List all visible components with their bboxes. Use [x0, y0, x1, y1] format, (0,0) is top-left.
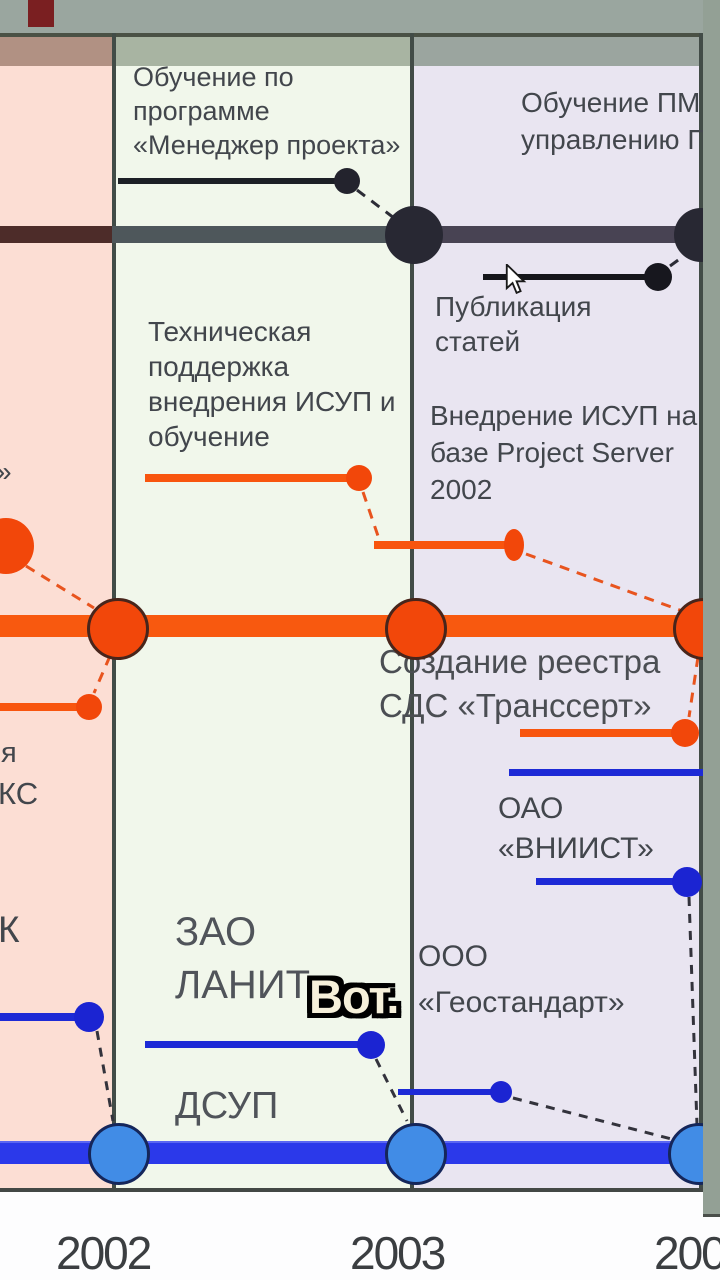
segment-tech-support — [145, 474, 359, 482]
segment-publications — [483, 274, 657, 280]
year-axis-strip — [0, 1192, 720, 1280]
year-label-2002: 2002 — [56, 1227, 152, 1279]
diagram-bottom-line — [0, 1188, 703, 1192]
label-dsup: ДСУП — [175, 1085, 279, 1127]
label-transsert: Создание реестра СДС «Транссерт» — [379, 643, 661, 724]
node-orange-2003 — [385, 598, 447, 660]
label-fragment-quote: » — [0, 456, 12, 488]
node-dark-2003 — [385, 206, 443, 264]
segment-blue-left — [0, 1013, 88, 1021]
label-manager-program: Обучение по программе «Менеджер проекта» — [133, 62, 401, 160]
label-geostandart: ООО «Геостандарт» — [418, 940, 625, 1019]
label-pm-training: Обучение ПМ управлению П — [521, 87, 708, 155]
dot-blue-left — [74, 1002, 104, 1032]
column-2003-header — [414, 37, 699, 66]
node-blue-2003 — [385, 1123, 447, 1185]
segment-vniist-top — [509, 769, 703, 776]
top-gray-band — [0, 0, 720, 33]
label-fragment-k: К — [0, 909, 20, 950]
year-label-2004: 200 — [654, 1227, 720, 1279]
column-pre2002-header — [0, 37, 112, 66]
label-publications: Публикация статей — [435, 291, 592, 357]
segment-manager-program — [118, 178, 346, 184]
column-2002-header — [116, 37, 410, 66]
dot-tech-support — [346, 465, 372, 491]
label-fragment-ya: я — [1, 737, 17, 769]
segment-lanit — [145, 1041, 371, 1048]
label-vniist: ОАО «ВНИИСТ» — [498, 792, 654, 865]
dot-isup-server — [504, 529, 524, 561]
header-divider-line — [0, 33, 720, 37]
label-isup-server: Внедрение ИСУП на базе Project Server 20… — [430, 400, 698, 505]
segment-transsert — [520, 729, 686, 737]
mouse-cursor-icon — [505, 264, 527, 294]
dot-lanit — [357, 1031, 385, 1059]
segment-geostandart — [398, 1089, 501, 1095]
orange-lane-bar — [0, 615, 703, 637]
dot-transsert — [671, 719, 699, 747]
node-orange-2002 — [87, 598, 149, 660]
accent-red-square — [28, 0, 54, 27]
node-blue-2002 — [88, 1123, 150, 1185]
subtitle-overlay: Вот. — [309, 970, 399, 1023]
dot-vniist — [672, 867, 702, 897]
label-lanit: ЗАО ЛАНИТ — [175, 910, 310, 1007]
dark-lane-bar-mid — [112, 226, 414, 243]
dark-lane-bar-left — [0, 226, 112, 243]
label-fragment-ks: КС — [0, 776, 39, 811]
dot-geostandart — [490, 1081, 512, 1103]
dot-orange-left-small — [76, 694, 102, 720]
segment-orange-left — [0, 703, 88, 711]
segment-isup-server — [374, 541, 514, 549]
year-label-2003: 2003 — [350, 1227, 446, 1279]
dot-publications — [644, 263, 672, 291]
dark-lane-bar-right — [414, 226, 703, 243]
segment-vniist-bottom — [536, 878, 688, 885]
right-edge-strip — [703, 0, 720, 1217]
label-tech-support: Техническая поддержка внедрения ИСУП и о… — [148, 316, 396, 452]
dot-manager-program — [334, 168, 360, 194]
blue-lane-bar — [0, 1141, 703, 1164]
